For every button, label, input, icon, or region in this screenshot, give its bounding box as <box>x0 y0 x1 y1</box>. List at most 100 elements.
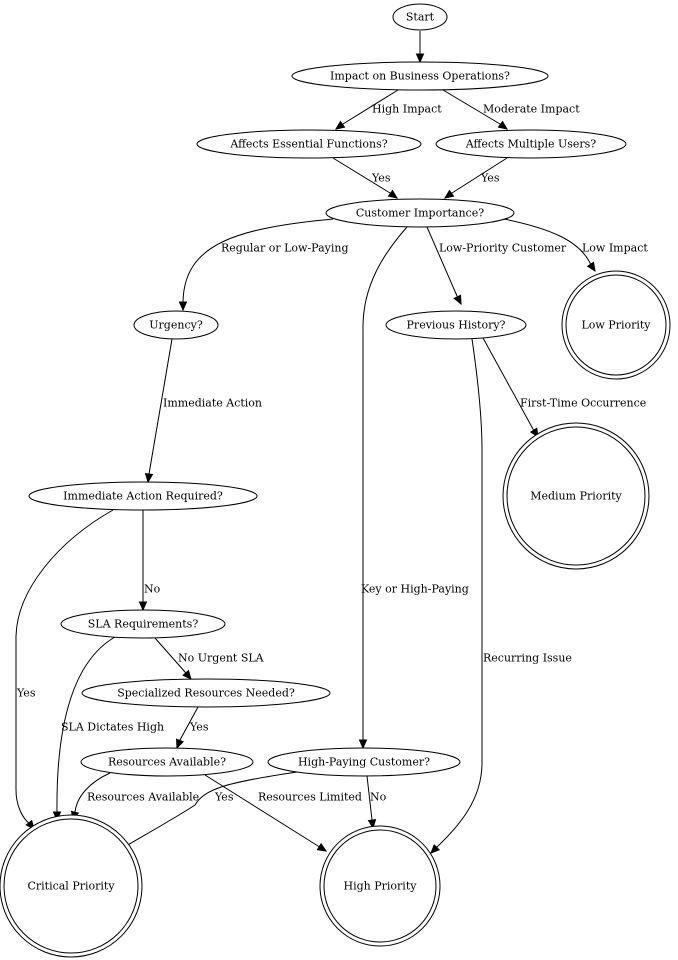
arrowhead-icon <box>178 301 188 312</box>
edge-customer-highpaying <box>358 226 408 750</box>
edge-urgency-immediate <box>144 338 173 484</box>
node-customer: Customer Importance? <box>325 198 515 228</box>
node-label: Impact on Business Operations? <box>330 70 510 83</box>
node-label: Affects Essential Functions? <box>229 138 387 151</box>
arrowhead-icon <box>387 189 399 199</box>
node-label: High-Paying Customer? <box>298 756 430 769</box>
arrowhead-icon <box>430 843 441 854</box>
arrowhead-icon <box>453 294 462 306</box>
edge-impact-essential <box>334 89 399 130</box>
edge-immediate-critical <box>15 509 114 830</box>
edge-label: High Impact <box>372 103 442 116</box>
edge-line <box>430 338 483 854</box>
node-ellipse <box>28 481 258 511</box>
edge-history-medium <box>482 337 539 439</box>
node-label: Immediate Action Required? <box>63 490 223 503</box>
node-history: Previous History? <box>385 310 527 340</box>
node-multiple: Affects Multiple Users? <box>435 129 627 159</box>
edge-line <box>362 226 408 748</box>
edge-start-impact <box>415 31 425 64</box>
edge-highpaying-high <box>366 775 377 830</box>
node-critical: Critical Priority <box>0 814 143 958</box>
arrowhead-icon <box>367 819 377 830</box>
node-label: Previous History? <box>407 319 506 332</box>
edge-label: Recurring Issue <box>483 652 572 665</box>
node-label: Start <box>406 11 435 24</box>
node-ellipse <box>60 609 226 639</box>
node-inner-circle <box>323 829 437 943</box>
node-start: Start <box>392 3 448 31</box>
arrowhead-icon <box>586 261 596 273</box>
node-specialized: Specialized Resources Needed? <box>81 678 331 708</box>
node-ellipse <box>267 747 461 777</box>
edge-label: Yes <box>480 172 500 185</box>
edge-label: Resources Available <box>87 791 199 804</box>
node-label: Medium Priority <box>530 490 622 503</box>
edge-line <box>182 218 334 310</box>
arrowhead-icon <box>316 842 328 852</box>
arrowhead-icon <box>138 601 148 612</box>
edge-label: Low Impact <box>582 242 648 255</box>
edge-line <box>56 636 116 820</box>
node-inner-circle <box>3 818 139 954</box>
node-ellipse <box>435 129 627 159</box>
edges-layer <box>15 31 596 854</box>
node-label: Affects Multiple Users? <box>465 138 596 151</box>
edge-label: Low-Priority Customer <box>439 242 567 255</box>
node-ellipse <box>81 678 331 708</box>
arrowhead-icon <box>415 53 425 64</box>
edge-label: SLA Dictates High <box>61 721 164 734</box>
arrowhead-icon <box>443 189 455 199</box>
edge-label: Immediate Action <box>163 397 262 410</box>
arrowhead-icon <box>497 120 509 130</box>
node-ellipse <box>325 198 515 228</box>
edge-label: Yes <box>16 687 36 700</box>
node-ellipse <box>133 310 219 340</box>
edge-line <box>15 509 114 830</box>
node-ellipse <box>80 747 254 777</box>
node-label: SLA Requirements? <box>88 618 199 631</box>
edge-resources-high <box>204 774 328 852</box>
node-ellipse <box>392 3 448 31</box>
edge-label: Yes <box>371 172 391 185</box>
node-ellipse <box>291 61 549 91</box>
edge-line <box>482 337 539 438</box>
node-ellipse <box>385 310 527 340</box>
node-label: Critical Priority <box>27 880 115 893</box>
node-label: Customer Importance? <box>356 207 484 220</box>
node-low: Low Priority <box>561 270 671 380</box>
edge-label: No <box>144 583 161 596</box>
node-label: Resources Available? <box>108 756 226 769</box>
edge-label: Yes <box>189 721 209 734</box>
edge-label: Key or High-Paying <box>361 583 469 596</box>
node-label: High Priority <box>344 880 418 893</box>
node-immediate: Immediate Action Required? <box>28 481 258 511</box>
node-inner-circle <box>565 274 667 376</box>
edge-specialized-resources <box>175 706 199 750</box>
node-highpaying: High-Paying Customer? <box>267 747 461 777</box>
edge-customer-urgency <box>178 218 334 312</box>
edge-highpaying-critical <box>118 771 298 851</box>
arrowhead-icon <box>358 739 368 750</box>
node-sla: SLA Requirements? <box>60 609 226 639</box>
edge-label: Regular or Low-Paying <box>221 242 349 255</box>
arrowhead-icon <box>182 669 192 680</box>
edge-sla-specialized <box>154 637 192 680</box>
edge-impact-multiple <box>442 89 509 130</box>
edge-line <box>147 338 173 483</box>
edge-customer-history <box>426 226 462 306</box>
edge-label: Resources Limited <box>258 791 362 804</box>
edge-multiple-customer <box>443 157 508 199</box>
arrowhead-icon <box>144 473 154 484</box>
node-essential: Affects Essential Functions? <box>196 129 422 159</box>
node-label: Low Priority <box>581 319 651 332</box>
edge-essential-customer <box>332 157 399 199</box>
arrowhead-icon <box>175 738 184 750</box>
node-high: High Priority <box>319 825 441 947</box>
node-urgency: Urgency? <box>133 310 219 340</box>
node-resources: Resources Available? <box>80 747 254 777</box>
node-ellipse <box>196 129 422 159</box>
node-label: Specialized Resources Needed? <box>117 687 295 700</box>
